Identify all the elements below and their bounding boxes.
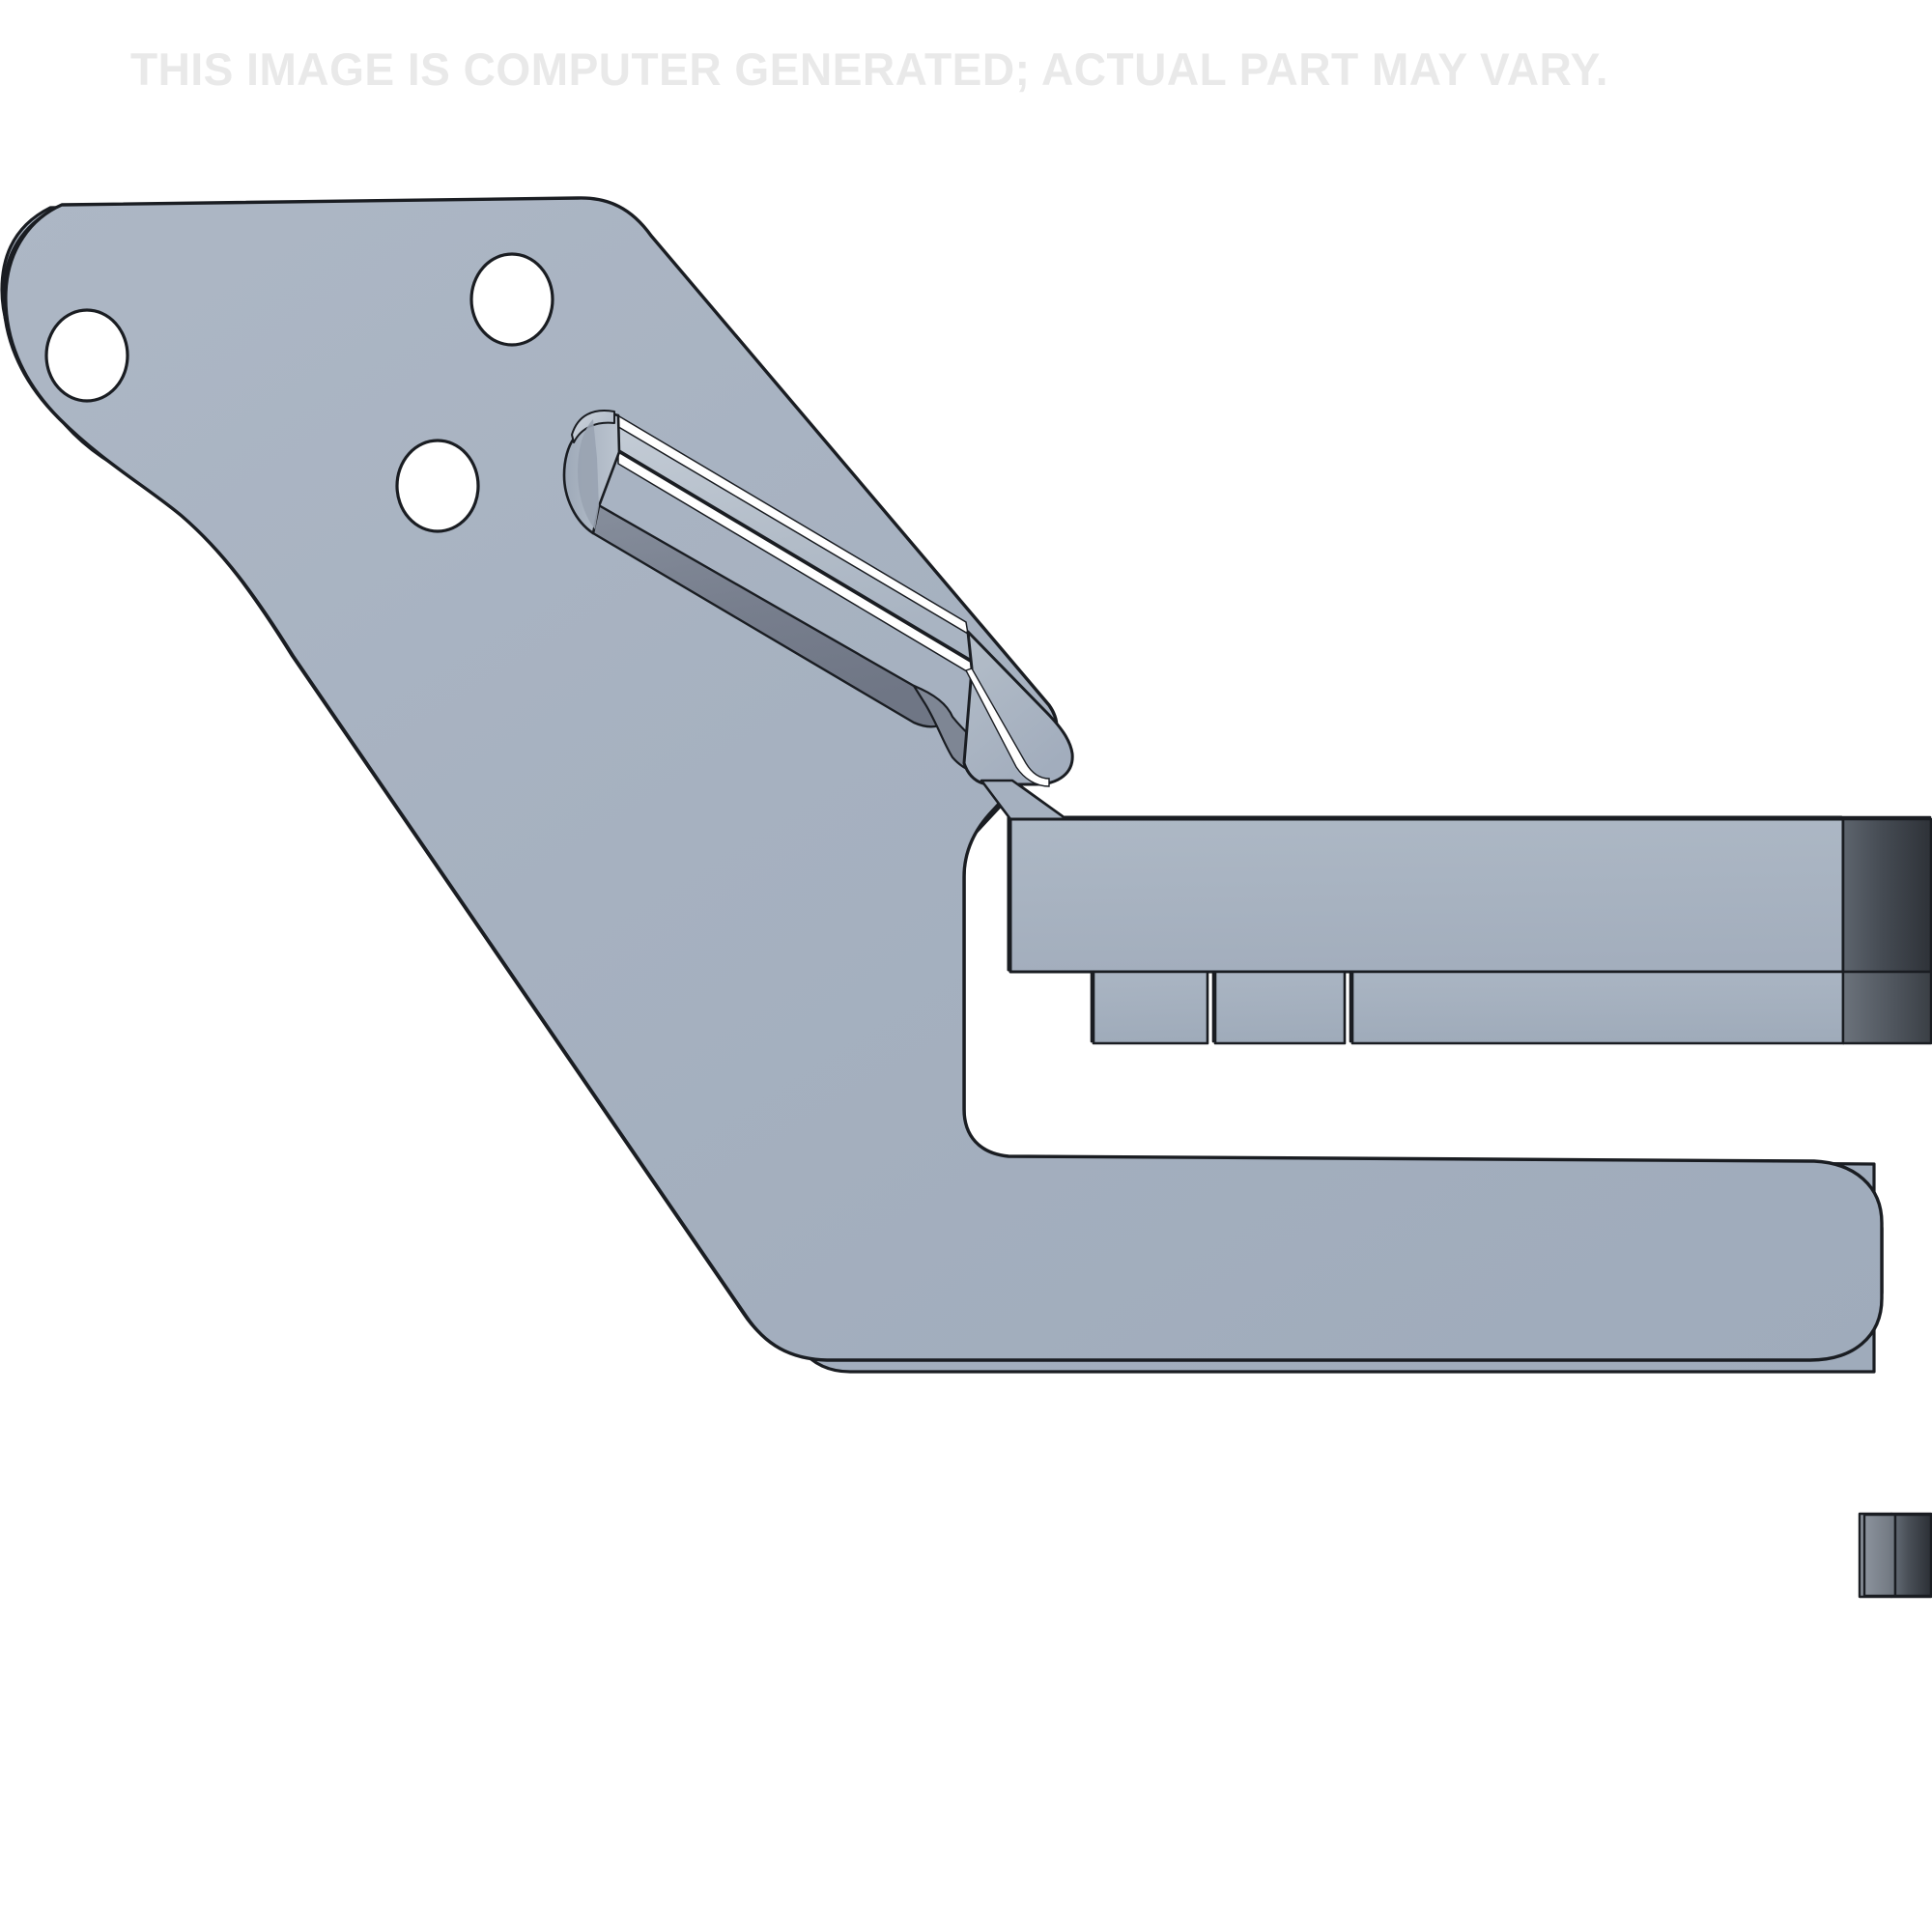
tongue-edge-highlight — [965, 668, 1050, 787]
embossed-rib-top — [562, 410, 1005, 777]
arm-end-tab-light — [1862, 1513, 1897, 1598]
bracket-composite-body — [4, 196, 1884, 1362]
right-flange-top — [980, 779, 1932, 1045]
flange-lip-3 — [1350, 970, 1845, 1045]
bracket-composite-face — [4, 196, 1884, 1362]
upper-tongue-top — [962, 630, 1074, 787]
flange-end-face-dark — [1841, 817, 1932, 974]
flange-lip-end-dark — [1841, 970, 1932, 1045]
flange-face — [1009, 817, 1845, 974]
disclaimer-text: THIS IMAGE IS COMPUTER GENERATED; ACTUAL… — [130, 43, 1608, 95]
flange-lip-2 — [1213, 970, 1347, 1045]
arm-end-tab-top — [1862, 1513, 1932, 1598]
mounting-holes-top — [44, 252, 554, 533]
arm-end-tab-dark — [1893, 1513, 1932, 1598]
hole-upper-right — [469, 252, 554, 347]
rib-end-cap-shade — [578, 419, 599, 529]
rib-end-cap-top — [571, 410, 615, 443]
flange-lip-1 — [1092, 970, 1209, 1045]
hole-center — [395, 439, 480, 533]
hole-upper-left — [44, 308, 129, 403]
tongue-tip — [962, 630, 1074, 786]
